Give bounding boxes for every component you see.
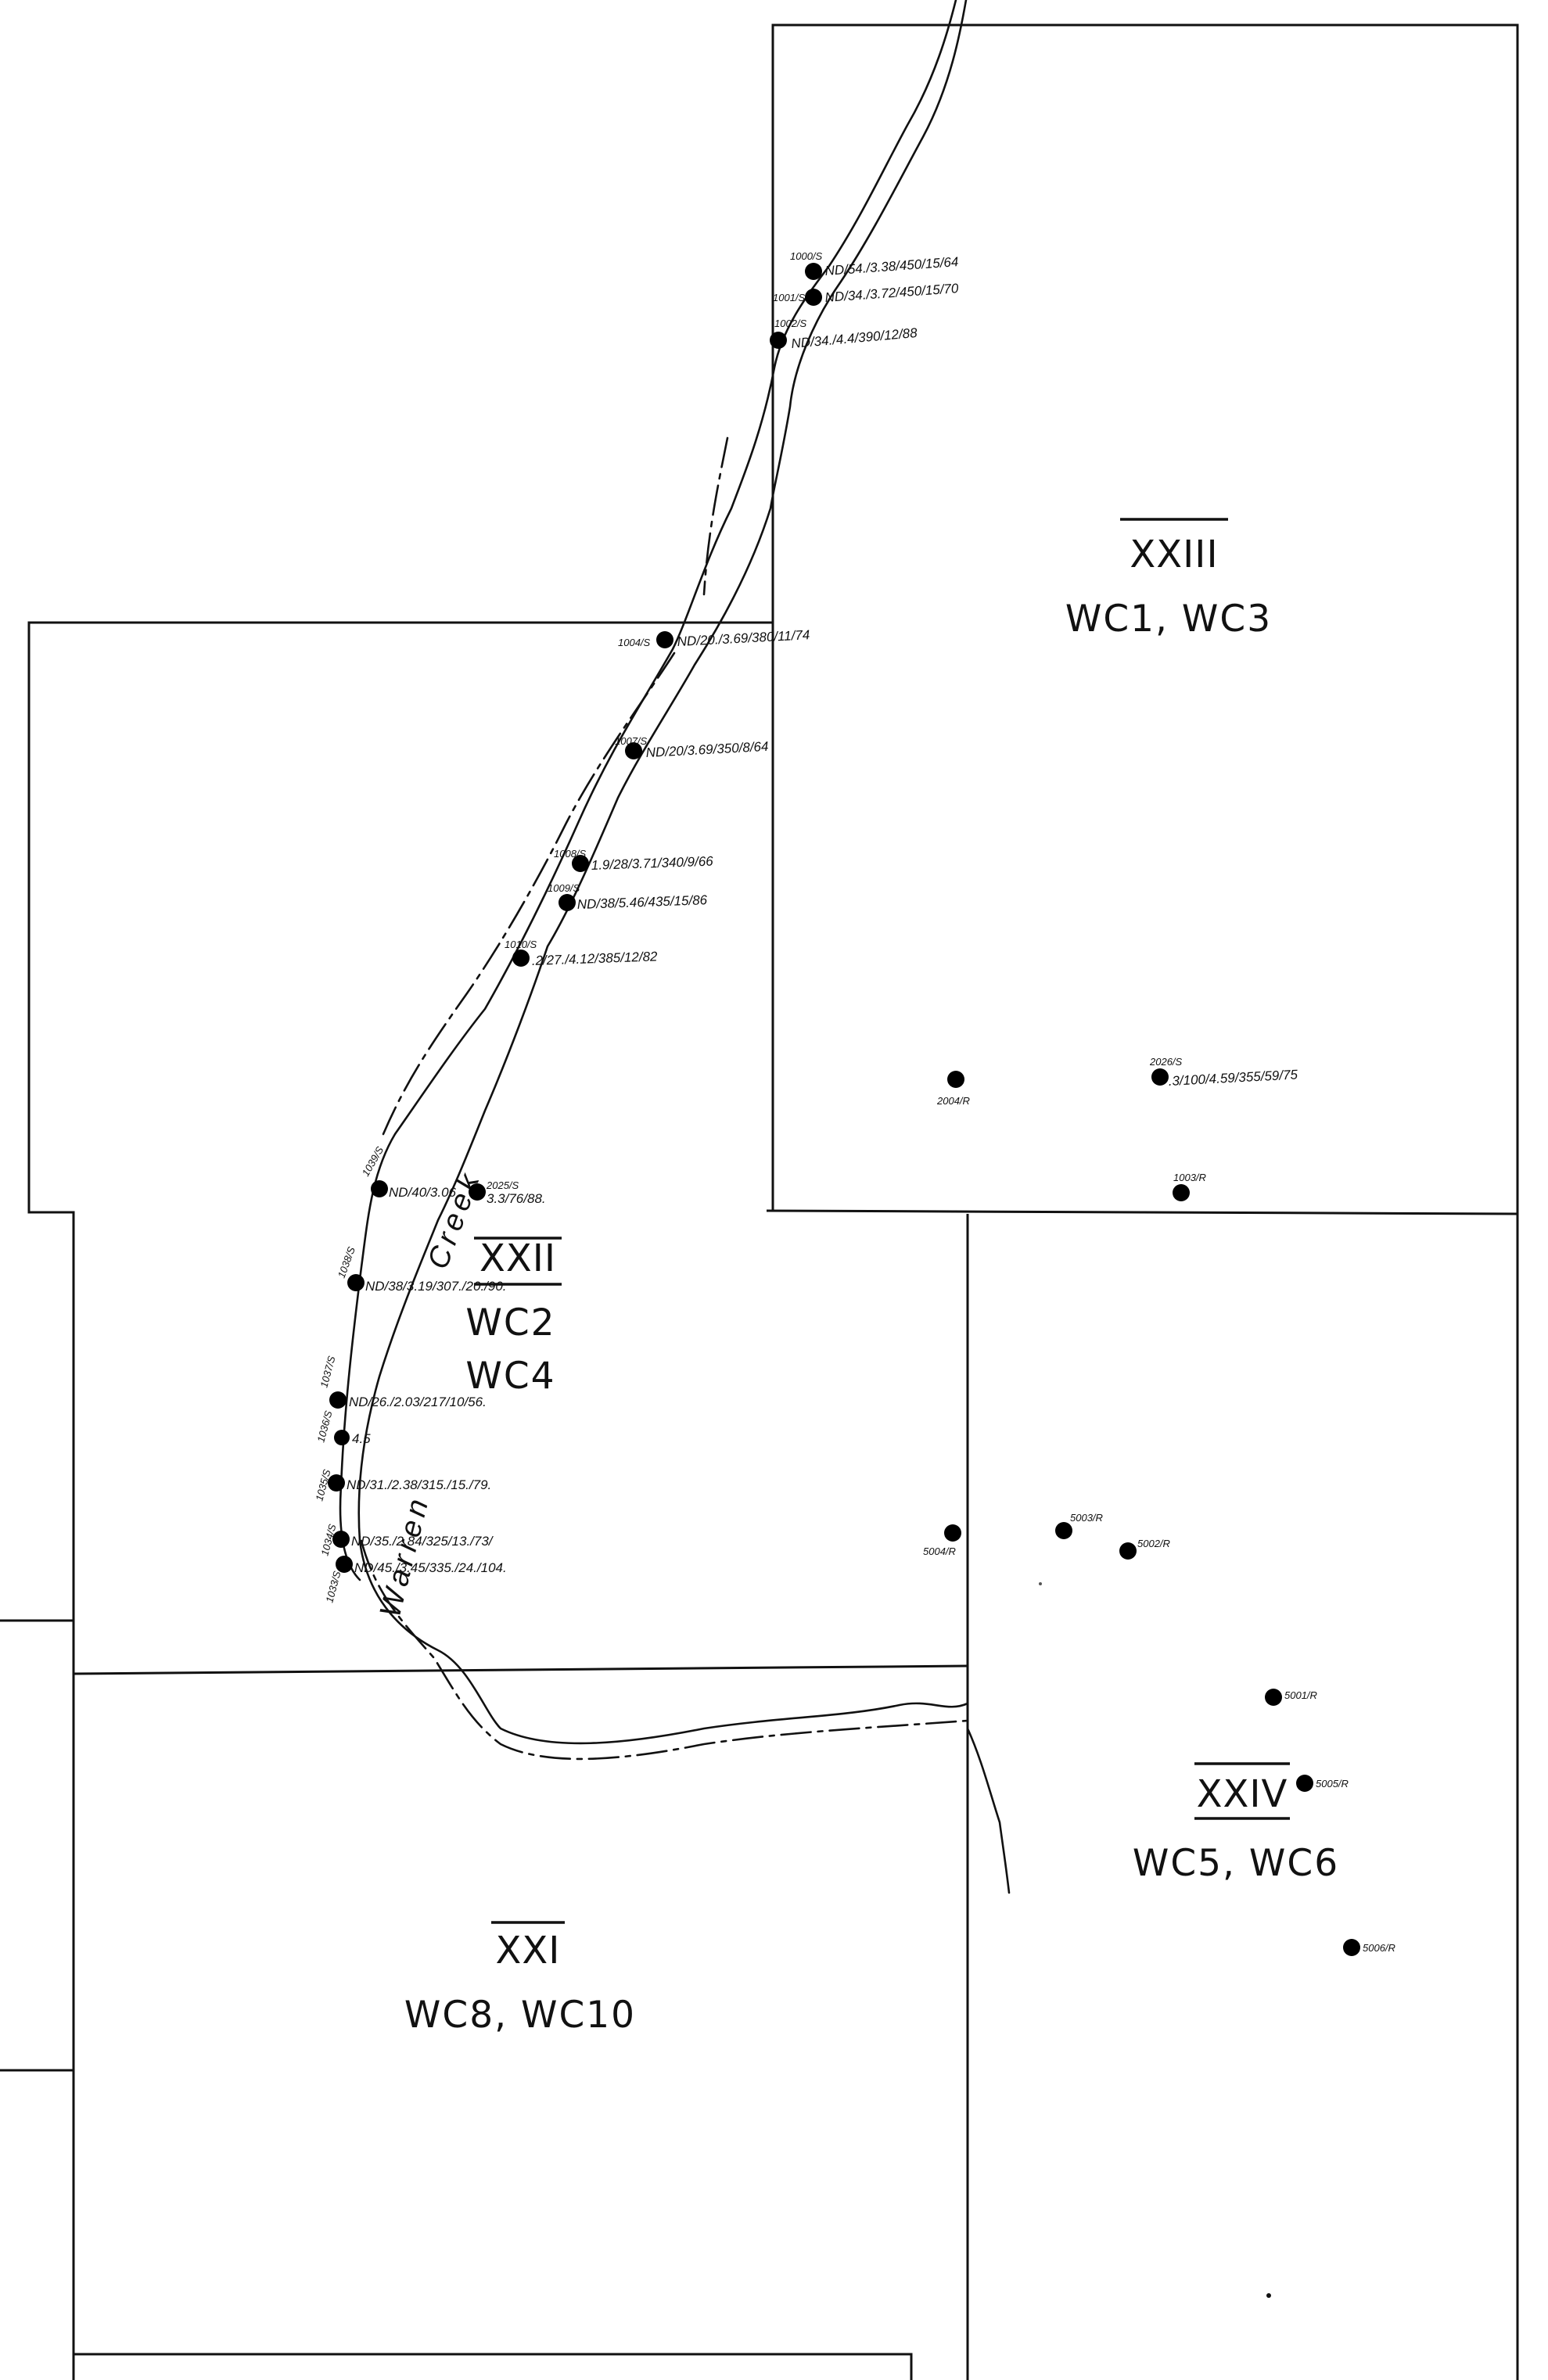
station-1004[interactable]: 1004/S ND/20./3.69/380/11/74 [618,627,810,649]
section-xxii-codes-2: WC4 [465,1355,555,1398]
station-1039[interactable]: 1039/S ND/40/3.06 [360,1144,457,1200]
svg-text:2025/S: 2025/S [486,1179,519,1191]
creek-channel-dashed-lower [360,1539,969,1761]
svg-text:ND/45./3.45/335./24./104.: ND/45./3.45/335./24./104. [354,1560,507,1575]
svg-text:ND/35./2.84/325/13./73/: ND/35./2.84/325/13./73/ [351,1534,494,1549]
svg-text:2026/S: 2026/S [1149,1056,1183,1068]
boundary-xxi-bottom [74,2353,913,2380]
svg-text:1000/S: 1000/S [790,250,823,262]
section-xxii-codes-1: WC2 [465,1301,555,1344]
svg-text:.2/27./4.12/385/12/82: .2/27./4.12/385/12/82 [531,949,658,968]
creek-channel-dashed [382,652,676,1136]
station-1010[interactable]: 1010/S .2/27./4.12/385/12/82 [505,939,658,968]
svg-text:5005/R: 5005/R [1316,1778,1349,1789]
section-xxiii-title: XXIII [1130,533,1218,576]
section-xxiii-codes: WC1, WC3 [1065,598,1272,641]
svg-text:ND/54./3.38/450/15/64: ND/54./3.38/450/15/64 [824,254,959,278]
stray-mark [1266,2293,1271,2298]
creek-label-warren: Warren [374,1492,436,1621]
svg-text:5001/R: 5001/R [1284,1689,1317,1701]
svg-text:ND/40/3.06: ND/40/3.06 [389,1185,457,1200]
svg-text:1003/R: 1003/R [1173,1172,1206,1183]
svg-text:1.9/28/3.71/340/9/66: 1.9/28/3.71/340/9/66 [591,854,713,873]
section-xxiv-label: XXIV WC5, WC6 [1133,1762,1339,1885]
svg-text:2004/R: 2004/R [936,1095,970,1107]
station-1000[interactable]: 1000/S ND/54./3.38/450/15/64 [790,250,959,280]
station-5006[interactable]: 5006/R [1343,1939,1395,1956]
section-xxiv-title: XXIV [1197,1772,1288,1816]
section-xxi-label: XXI WC8, WC10 [404,1921,636,2037]
creek-margin-stipple [702,436,729,596]
station-1008[interactable]: 1008/S 1.9/28/3.71/340/9/66 [554,848,714,873]
svg-text:1008/S: 1008/S [554,848,587,860]
stray-mark [1039,1582,1042,1585]
svg-text:1001/S: 1001/S [773,292,806,303]
station-1009[interactable]: 1009/S ND/38/5.46/435/15/86 [548,882,708,912]
svg-text:5004/R: 5004/R [923,1545,956,1557]
section-boundaries [0,23,1519,2380]
creek-left-bank [339,0,957,1581]
section-xxiv-codes: WC5, WC6 [1133,1842,1339,1885]
creek-label-creek: Creek [422,1165,487,1273]
svg-text:1033/S: 1033/S [323,1570,343,1604]
svg-text:1036/S: 1036/S [314,1409,334,1444]
boundary-xxiii-bottom [766,1209,1518,1215]
station-2026[interactable]: 2026/S .3/100/4.59/355/59/75 [1149,1056,1298,1089]
station-1001[interactable]: 1001/S ND/34./3.72/450/15/70 [773,281,959,306]
svg-text:ND/26./2.03/217/10/56.: ND/26./2.03/217/10/56. [349,1395,487,1409]
section-xxii-label: XXII WC2 WC4 [465,1237,562,1398]
station-1003[interactable]: 1003/R [1173,1172,1206,1201]
station-5005[interactable]: 5005/R [1296,1775,1349,1792]
boundary-xxii-bottom [73,1664,968,1675]
svg-text:5003/R: 5003/R [1070,1512,1103,1524]
svg-text:1004/S: 1004/S [618,637,651,648]
station-1036[interactable]: 1036/S 4.5 [314,1409,371,1446]
section-xxi-title: XXI [496,1929,561,1973]
boundary-xxiii [771,23,1519,2380]
station-1037[interactable]: 1037/S ND/26./2.03/217/10/56. [318,1355,486,1409]
svg-text:ND/20/3.69/350/8/64: ND/20/3.69/350/8/64 [645,739,769,760]
station-5003[interactable]: 5003/R [1055,1512,1103,1539]
creek-tail [966,1727,1011,1894]
station-2025[interactable]: 2025/S 3.3/76/88. [469,1179,546,1206]
station-2004[interactable]: 2004/R [936,1071,970,1107]
section-xxiii-label: XXIII WC1, WC3 [1065,518,1272,641]
svg-text:4.5: 4.5 [352,1431,371,1446]
creek-right-bank [357,0,969,1745]
svg-text:5006/R: 5006/R [1363,1942,1395,1954]
svg-text:1010/S: 1010/S [505,939,537,950]
station-5002[interactable]: 5002/R [1119,1538,1170,1560]
svg-text:1002/S: 1002/S [774,318,807,329]
station-1002[interactable]: 1002/S ND/34./4.4/390/12/88 [770,318,918,351]
stations: 1000/S ND/54./3.38/450/15/64 1001/S ND/3… [313,250,1395,1956]
svg-text:ND/38/5.46/435/15/86: ND/38/5.46/435/15/86 [576,892,707,912]
section-xxi-codes: WC8, WC10 [404,1994,636,2037]
svg-text:3.3/76/88.: 3.3/76/88. [487,1191,546,1206]
station-5004[interactable]: 5004/R [923,1524,961,1557]
svg-text:1037/S: 1037/S [318,1355,337,1389]
svg-text:5002/R: 5002/R [1137,1538,1170,1549]
station-5001[interactable]: 5001/R [1265,1689,1317,1706]
svg-text:ND/34./3.72/450/15/70: ND/34./3.72/450/15/70 [824,281,960,305]
svg-text:ND/38/3.19/307./20./90.: ND/38/3.19/307./20./90. [365,1279,507,1294]
svg-text:ND/34./4.4/390/12/88: ND/34./4.4/390/12/88 [791,325,918,351]
svg-text:ND/20./3.69/380/11/74: ND/20./3.69/380/11/74 [677,627,810,649]
station-1007[interactable]: 1007/S ND/20/3.69/350/8/64 [615,735,769,760]
boundary-xxii [27,621,773,2380]
section-xxii-title: XXII [479,1237,556,1280]
svg-text:ND/31./2.38/315./15./79.: ND/31./2.38/315./15./79. [347,1477,491,1492]
svg-text:1009/S: 1009/S [548,882,580,894]
svg-text:.3/100/4.59/355/59/75: .3/100/4.59/355/59/75 [1168,1067,1298,1089]
svg-text:1007/S: 1007/S [615,735,648,747]
